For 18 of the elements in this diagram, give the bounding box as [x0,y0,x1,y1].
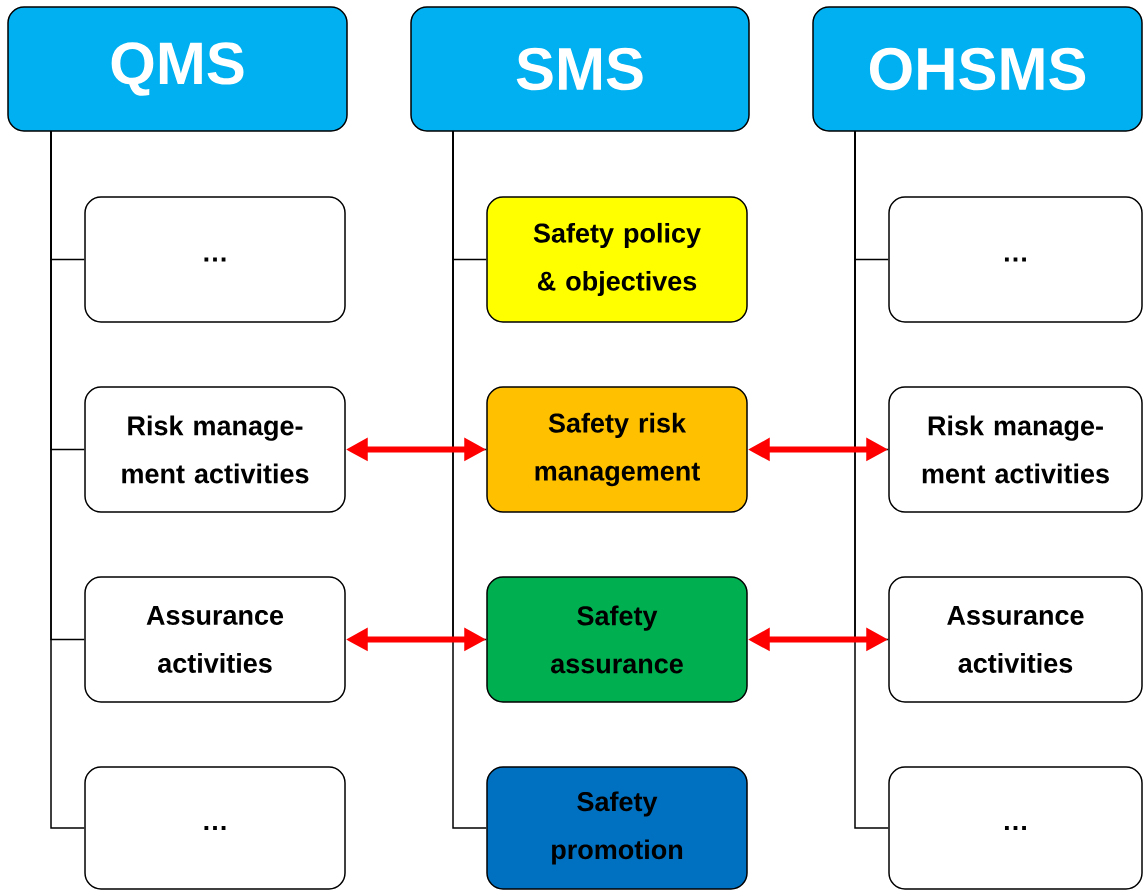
connector-line [854,130,889,829]
header-box: QMS [7,6,348,132]
connector-line [452,130,487,829]
process-box: Safety assurance [486,576,748,703]
process-box: … [84,196,346,323]
process-box: … [84,766,346,890]
process-box: Risk manage-ment activities [888,386,1143,513]
process-box: Assurance activities [84,576,346,703]
header-box: SMS [410,6,750,132]
process-box: Risk manage-ment activities [84,386,346,513]
connector-line [50,130,85,829]
process-box: Safety policy & objectives [486,196,748,323]
process-box: Safety promotion [486,766,748,890]
process-box: … [888,196,1143,323]
header-box: OHSMS [812,6,1143,132]
process-box: Assurance activities [888,576,1143,703]
process-box: … [888,766,1143,890]
process-box: Safety risk management [486,386,748,513]
